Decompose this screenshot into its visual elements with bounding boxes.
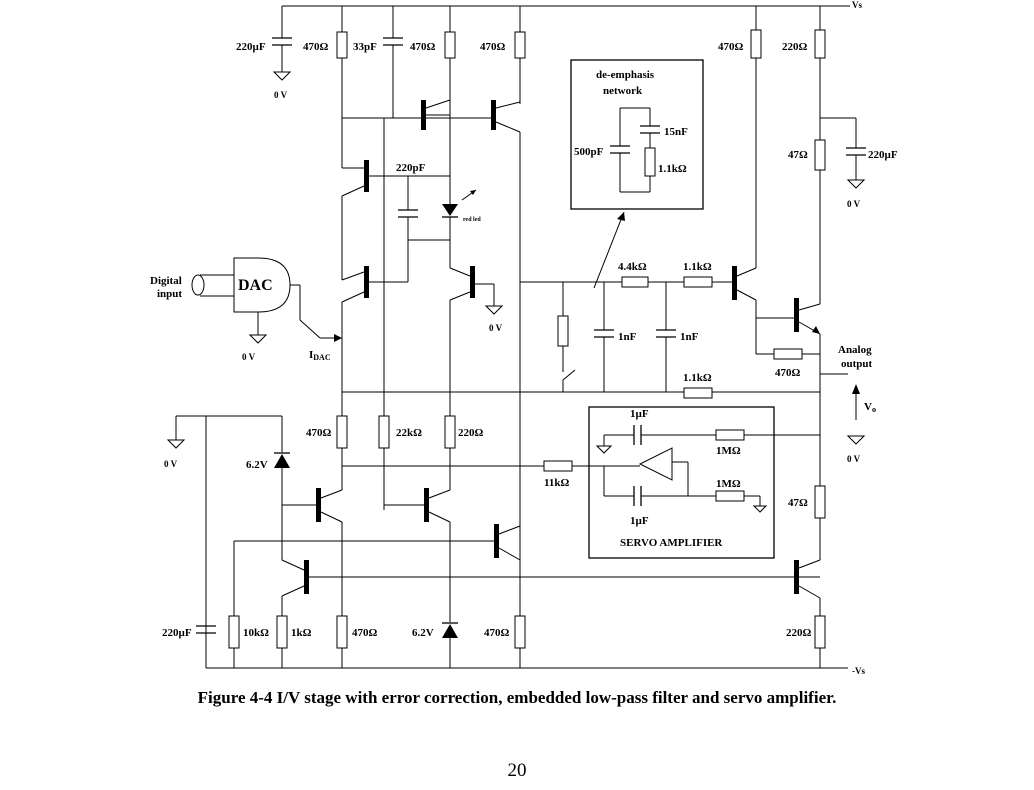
output-stage-upper bbox=[666, 266, 848, 486]
label-11k: 11kΩ bbox=[544, 477, 570, 489]
label-220uf-top: 220µF bbox=[236, 41, 266, 53]
supply-rails bbox=[206, 5, 850, 669]
label-vo: Vo bbox=[864, 401, 876, 414]
page-number: 20 bbox=[507, 760, 527, 781]
schematic-diagram: Vs -Vs 220µF 470Ω 33pF 470Ω 470Ω 470Ω 22… bbox=[150, 0, 898, 676]
label-470-1: 470Ω bbox=[303, 41, 329, 53]
label-15nf: 15nF bbox=[664, 126, 688, 138]
upper-transistors bbox=[341, 99, 521, 560]
dac-block bbox=[191, 257, 342, 344]
label-1k1-a: 1.1kΩ bbox=[683, 261, 712, 273]
label-deemph-2: network bbox=[603, 85, 643, 97]
label-470-6: 470Ω bbox=[352, 627, 378, 639]
label-1m-a: 1MΩ bbox=[716, 445, 741, 457]
label-47-bot: 47Ω bbox=[788, 497, 808, 509]
label-0v-dac: 0 V bbox=[242, 352, 256, 362]
label-1nf-a: 1nF bbox=[618, 331, 637, 343]
label-1k1-b: 1.1kΩ bbox=[683, 372, 712, 384]
label-0v-mid: 0 V bbox=[489, 323, 503, 333]
label-output: output bbox=[841, 358, 873, 370]
lower-network bbox=[166, 300, 826, 668]
label-1uf-a: 1µF bbox=[630, 408, 649, 420]
label-470-7: 470Ω bbox=[484, 627, 510, 639]
label-22k: 22kΩ bbox=[396, 427, 422, 439]
label-62v-a: 6.2V bbox=[246, 459, 268, 471]
label-dac: DAC bbox=[238, 277, 273, 294]
label-220uf-right: 220µF bbox=[868, 149, 898, 161]
label-1uf-b: 1µF bbox=[630, 515, 649, 527]
label-220-bot: 220Ω bbox=[786, 627, 812, 639]
label-1k: 1kΩ bbox=[291, 627, 312, 639]
label-47-top: 47Ω bbox=[788, 149, 808, 161]
label-0v-right: 0 V bbox=[847, 199, 861, 209]
decoupling-cap-top-left bbox=[272, 6, 292, 81]
label-220-top: 220Ω bbox=[782, 41, 808, 53]
label-220pf: 220pF bbox=[396, 162, 426, 174]
label-0v-right2: 0 V bbox=[847, 454, 861, 464]
label-idac: IDAC bbox=[309, 349, 331, 362]
label-red-led: red led bbox=[463, 217, 481, 223]
label-4k4: 4.4kΩ bbox=[618, 261, 647, 273]
label-470-4: 470Ω bbox=[718, 41, 744, 53]
top-resistors bbox=[336, 6, 826, 304]
servo-amplifier bbox=[342, 406, 820, 559]
label-470-2: 470Ω bbox=[410, 41, 436, 53]
label-62v-b: 6.2V bbox=[412, 627, 434, 639]
label-digital: Digital bbox=[150, 275, 182, 287]
label-1k1-deemph: 1.1kΩ bbox=[658, 163, 687, 175]
label-vs: Vs bbox=[852, 0, 862, 10]
low-pass-filter bbox=[520, 276, 732, 392]
label-500pf: 500pF bbox=[574, 146, 604, 158]
component-labels: Vs -Vs 220µF 470Ω 33pF 470Ω 470Ω 470Ω 22… bbox=[150, 0, 898, 676]
label-470-out: 470Ω bbox=[775, 367, 801, 379]
vo-indicator bbox=[846, 384, 866, 445]
label-1m-b: 1MΩ bbox=[716, 478, 741, 490]
decoupling-cap-right bbox=[820, 117, 866, 189]
label-220-mid: 220Ω bbox=[458, 427, 484, 439]
deemph-pointer-head bbox=[617, 212, 625, 221]
label-servo: SERVO AMPLIFIER bbox=[620, 537, 723, 549]
label-470-3: 470Ω bbox=[480, 41, 506, 53]
label-220uf-bot: 220µF bbox=[162, 627, 192, 639]
label-470-5: 470Ω bbox=[306, 427, 332, 439]
mid-bus bbox=[342, 118, 820, 393]
label-input: input bbox=[157, 288, 182, 300]
label-analog: Analog bbox=[838, 344, 872, 356]
label-10k: 10kΩ bbox=[243, 627, 269, 639]
figure-caption: Figure 4-4 I/V stage with error correcti… bbox=[197, 688, 837, 707]
label-0v-1: 0 V bbox=[274, 90, 288, 100]
label-33pf: 33pF bbox=[353, 41, 377, 53]
deemph-pointer bbox=[593, 211, 625, 289]
de-emphasis-network bbox=[570, 59, 704, 210]
label-deemph-1: de-emphasis bbox=[596, 69, 655, 81]
label-1nf-b: 1nF bbox=[680, 331, 699, 343]
label-0v-left: 0 V bbox=[164, 459, 178, 469]
label-neg-vs: -Vs bbox=[852, 666, 865, 676]
